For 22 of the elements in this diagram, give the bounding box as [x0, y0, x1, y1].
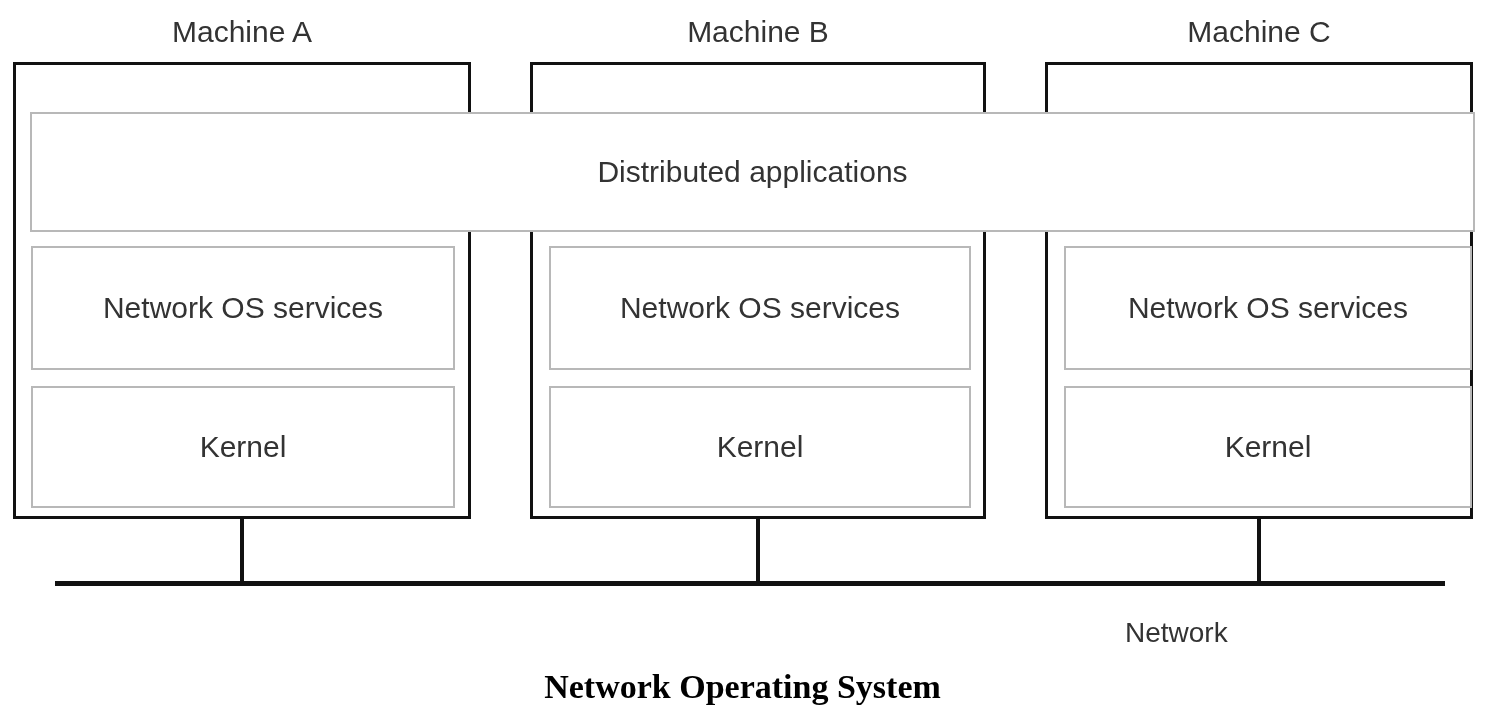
layer-box	[1064, 246, 1472, 370]
layer-label: Kernel	[1223, 428, 1313, 465]
layer-box	[549, 386, 971, 508]
machine-label: Machine C	[1186, 15, 1332, 49]
layer-label: Network OS services	[618, 289, 902, 326]
caption: Network Operating System	[543, 668, 942, 706]
layer-label: Kernel	[198, 428, 288, 465]
layer-box	[30, 112, 1475, 232]
connector-line	[240, 519, 244, 581]
network-label: Network	[1125, 617, 1228, 649]
layer-box	[549, 246, 971, 370]
machine-label: Machine B	[686, 15, 830, 49]
layer-label: Kernel	[715, 428, 805, 465]
layer-label: Network OS services	[101, 289, 385, 326]
layer-label: Distributed applications	[596, 153, 909, 190]
connector-line	[1257, 519, 1261, 581]
layer-box	[31, 246, 455, 370]
layer-box	[1064, 386, 1472, 508]
connector-line	[756, 519, 760, 581]
machine-label: Machine A	[170, 15, 314, 49]
layer-label: Network OS services	[1126, 289, 1410, 326]
layer-box	[31, 386, 455, 508]
